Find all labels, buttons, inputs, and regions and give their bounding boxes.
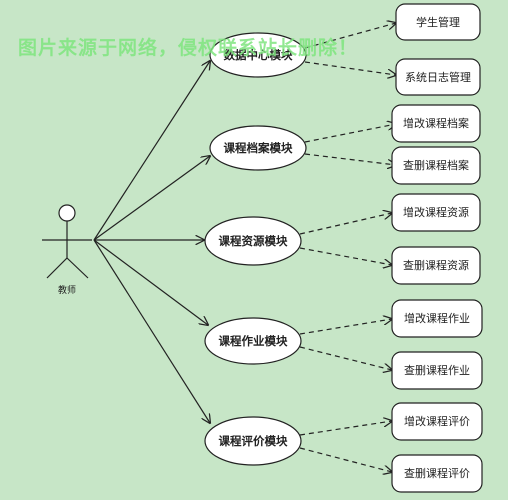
function-box[interactable] bbox=[391, 454, 483, 493]
use-case-label: 课程资源模块 bbox=[219, 234, 288, 248]
use-case-label: 数据中心模块 bbox=[224, 48, 293, 62]
include-arrow bbox=[304, 61, 396, 75]
include-arrow bbox=[304, 23, 396, 49]
use-case-label: 课程作业模块 bbox=[219, 334, 288, 348]
function-box[interactable] bbox=[391, 351, 483, 390]
function-box[interactable] bbox=[395, 3, 481, 41]
use-case-label: 课程档案模块 bbox=[224, 141, 293, 155]
watermark-text: 图片来源于网络，侵权联系站长删除！ bbox=[18, 37, 359, 59]
function-label: 增改课程作业 bbox=[404, 311, 470, 325]
include-arrow bbox=[299, 346, 392, 370]
actor-head bbox=[58, 204, 76, 222]
function-label: 系统日志管理 bbox=[405, 70, 471, 84]
actor-to-module-line bbox=[93, 239, 208, 325]
function-label: 学生管理 bbox=[416, 15, 460, 29]
function-box[interactable] bbox=[391, 104, 481, 143]
function-box[interactable] bbox=[395, 58, 481, 96]
function-box[interactable] bbox=[391, 246, 481, 285]
actor-right-leg bbox=[66, 257, 89, 279]
function-box[interactable] bbox=[391, 299, 483, 338]
include-arrow bbox=[299, 319, 392, 335]
function-label: 查删课程资源 bbox=[403, 258, 469, 272]
use-case-module[interactable] bbox=[209, 125, 307, 171]
actor-to-module-line bbox=[93, 156, 210, 241]
include-arrow bbox=[299, 247, 392, 265]
include-arrow bbox=[304, 153, 396, 165]
function-label: 查删课程作业 bbox=[404, 363, 470, 377]
actor-left-leg bbox=[46, 257, 68, 279]
use-case-module[interactable] bbox=[204, 216, 302, 266]
include-arrow bbox=[299, 447, 392, 472]
include-arrow bbox=[304, 124, 396, 143]
use-case-module[interactable] bbox=[209, 32, 307, 78]
function-label: 查删课程档案 bbox=[403, 158, 469, 172]
function-box[interactable] bbox=[391, 193, 481, 232]
use-case-label: 课程评价模块 bbox=[219, 434, 288, 448]
function-box[interactable] bbox=[391, 402, 483, 441]
function-label: 增改课程资源 bbox=[403, 205, 469, 219]
actor-label: 教师 bbox=[58, 284, 76, 296]
actor-to-module-line bbox=[93, 61, 210, 241]
function-box[interactable] bbox=[391, 146, 481, 185]
include-arrow bbox=[299, 421, 392, 436]
include-arrow bbox=[299, 213, 392, 235]
use-case-module[interactable] bbox=[204, 317, 302, 365]
function-label: 增改课程评价 bbox=[404, 414, 470, 428]
actor-figure bbox=[42, 204, 92, 279]
function-label: 查删课程评价 bbox=[404, 466, 470, 480]
function-label: 增改课程档案 bbox=[403, 116, 469, 130]
actor-to-module-line bbox=[93, 239, 210, 423]
use-case-module[interactable] bbox=[204, 416, 302, 466]
